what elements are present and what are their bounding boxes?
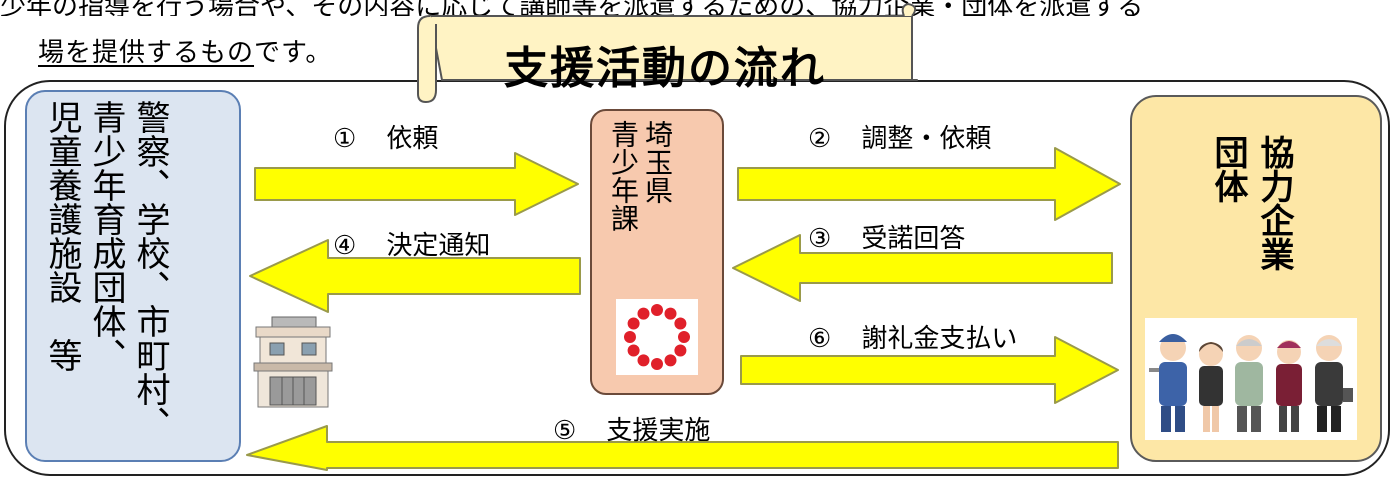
requester-text: 警察、学校、市町村、 青少年育成団体、 児童養護施設 等 [42, 100, 170, 440]
arrow-2-coordinate [737, 147, 1121, 221]
workers-group-icon [1145, 318, 1357, 440]
requester-box [25, 90, 241, 462]
facility-building-icon [253, 316, 333, 408]
intro-suffix: です。 [254, 38, 333, 68]
saitama-office-text: 埼玉県 青少年課 [607, 120, 674, 232]
arrow-1-request [254, 152, 579, 216]
diagram-title: 支援活動の流れ [504, 43, 826, 94]
partner-company-text: 協力企業 団体 [1208, 135, 1294, 271]
intro-text: 場を提供するものです。 [38, 32, 332, 69]
title-banner [417, 2, 918, 104]
intro-underlined: 場を提供するもの [38, 38, 255, 68]
arrow-4-notify [249, 239, 581, 313]
arrow-6-payment [740, 336, 1119, 404]
arrow-3-accept [732, 234, 1113, 302]
arrow-5-support [246, 425, 1119, 471]
saitama-emblem-icon [616, 299, 698, 375]
top-text-fragment: 少年の指導を行う場合や、その内容に応じて講師等を派遣するための、協力企業・団体を… [0, 0, 1144, 16]
